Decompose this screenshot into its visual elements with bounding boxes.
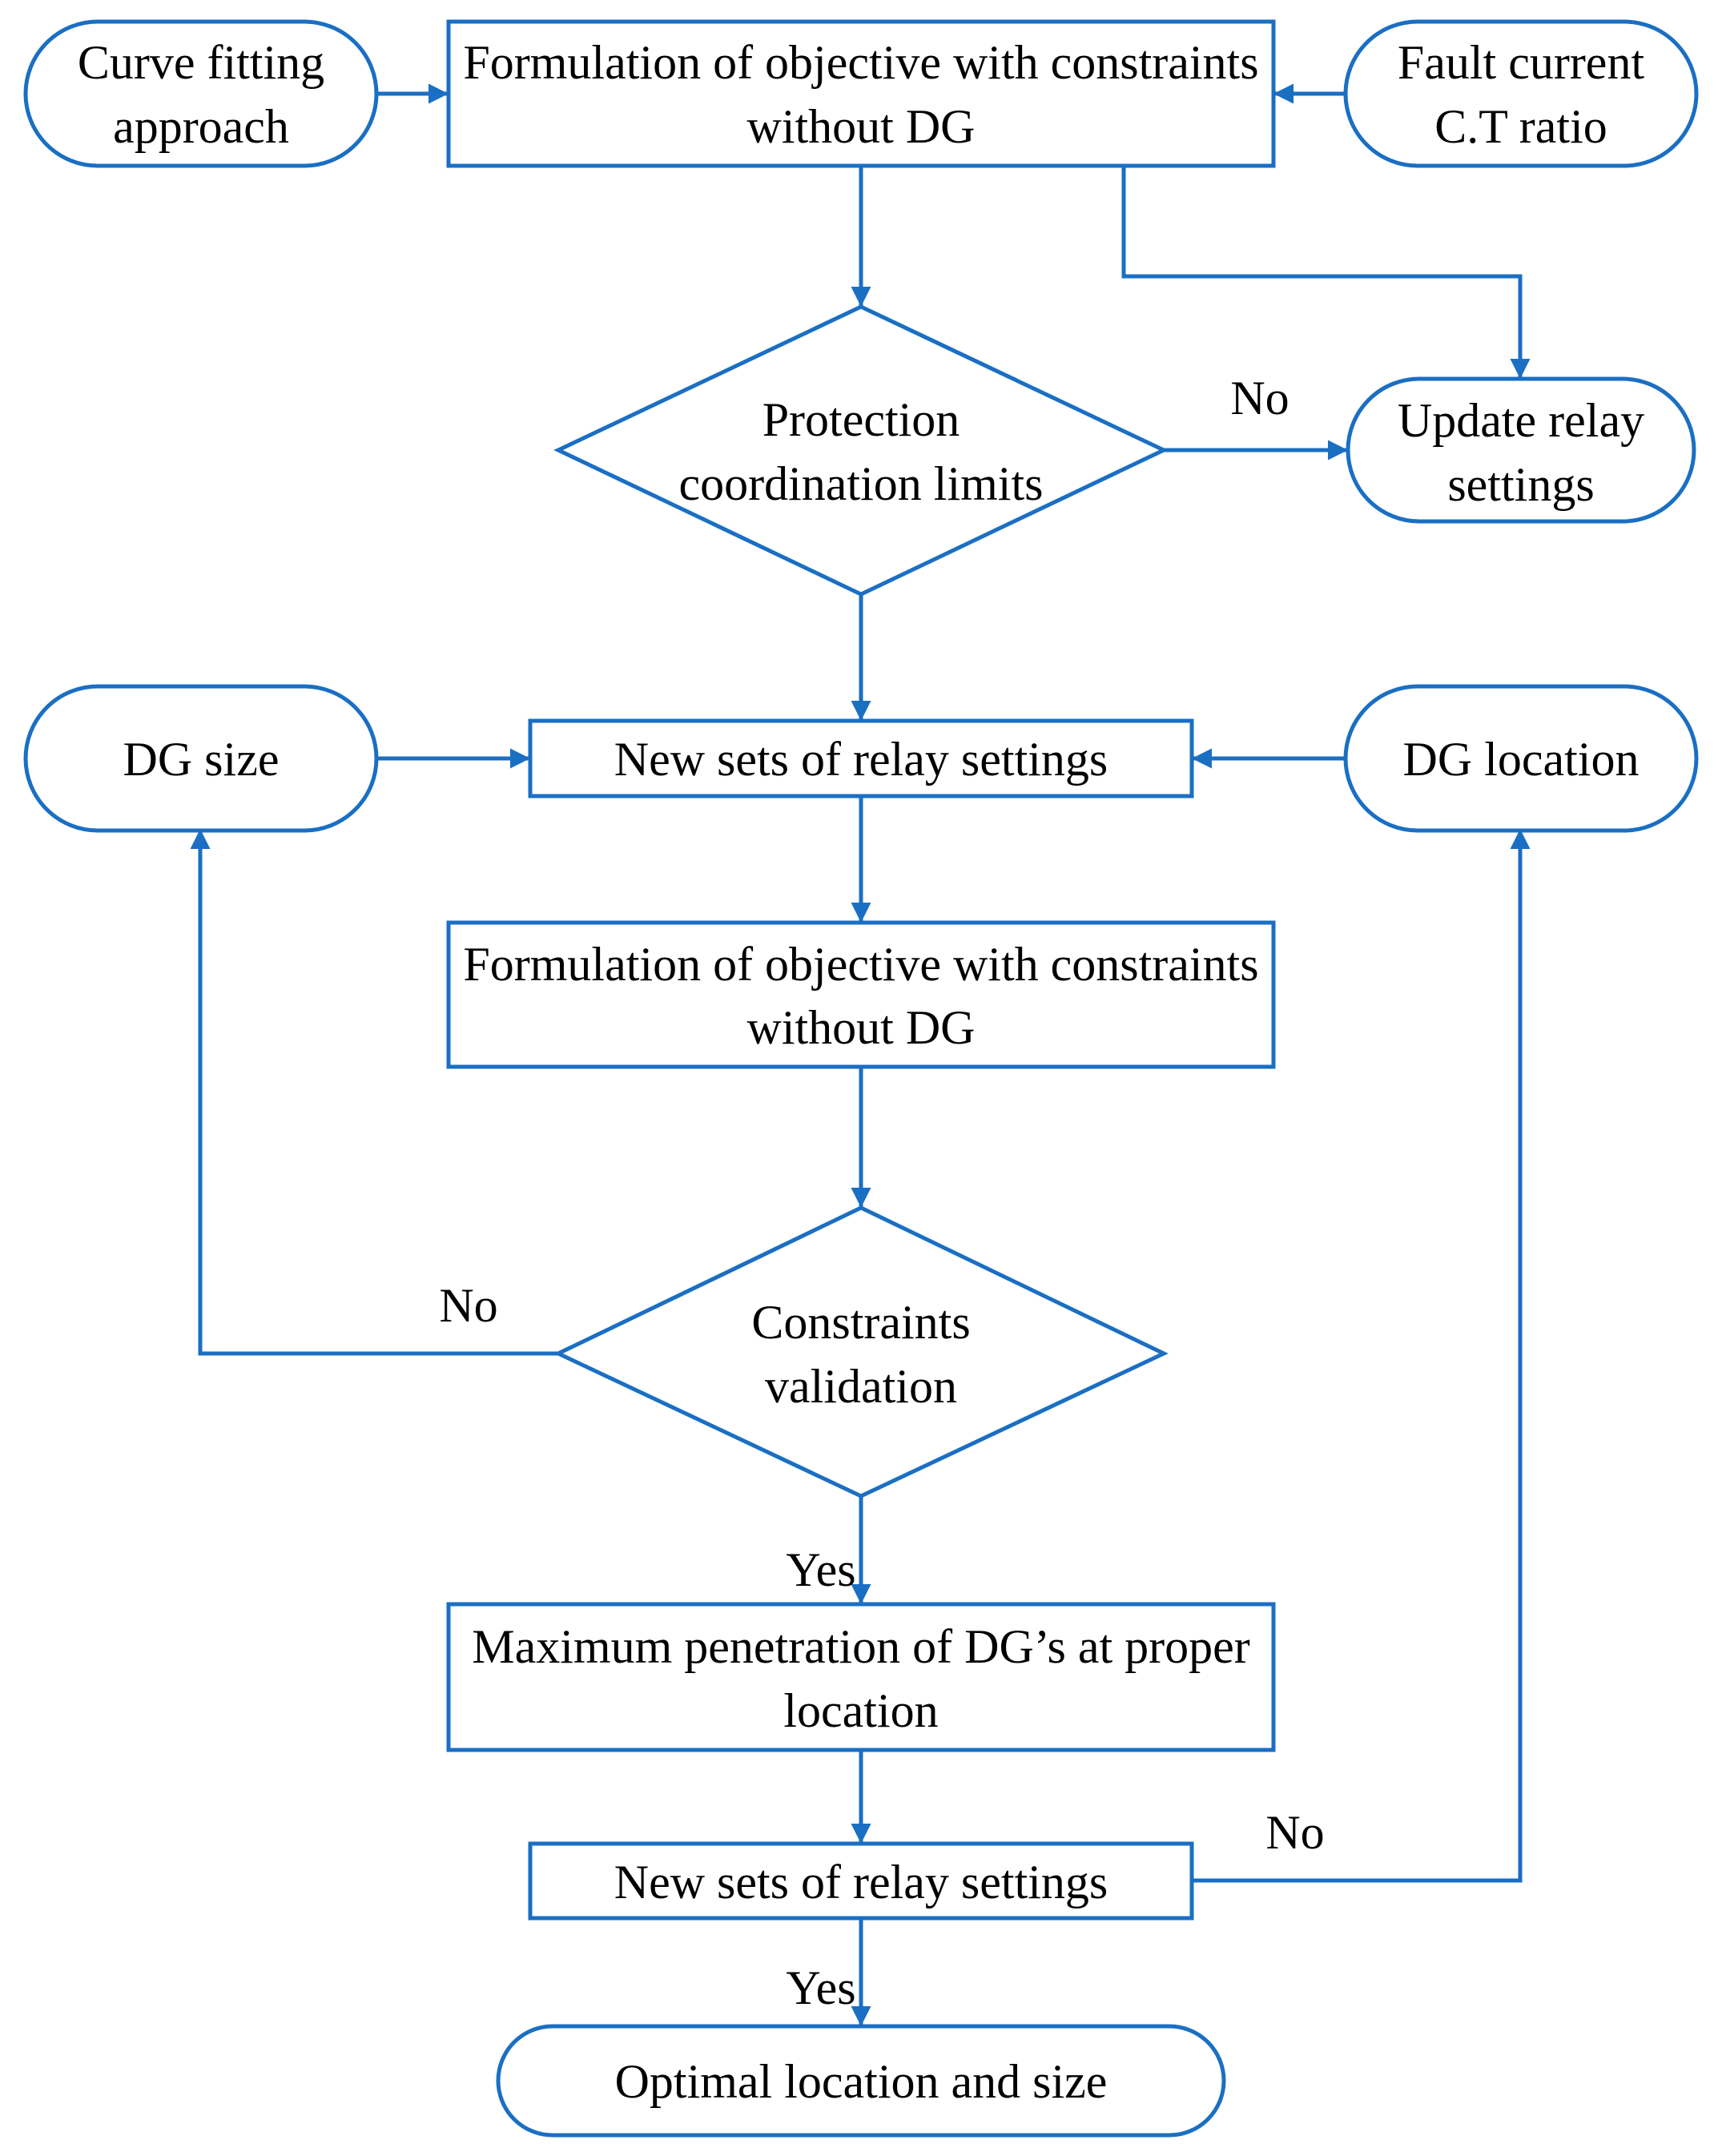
- terminal-dg-size: DG size: [23, 684, 379, 833]
- terminal-curve-fitting: Curve fitting approach: [23, 19, 379, 168]
- terminal-optimal-label: Optimal location and size: [615, 2055, 1108, 2108]
- terminal-dg-size-label: DG size: [123, 733, 280, 786]
- decision-constraints-validation-line-1: Constraints: [751, 1296, 970, 1349]
- terminal-dg-location-label: DG location: [1403, 733, 1640, 786]
- step-formulation-2-line-2: without DG: [747, 1001, 976, 1054]
- step-formulation-2-line-1: Formulation of objective with constraint…: [463, 938, 1258, 991]
- step-formulation-1-line-1: Formulation of objective with constraint…: [463, 36, 1258, 89]
- terminal-curve-fitting-line-1: Curve fitting: [78, 36, 324, 89]
- arrow-new-settings-2-no-to-dg-location: [1192, 829, 1531, 1883]
- decision-protection-limits-line-2: coordination limits: [679, 457, 1044, 510]
- step-formulation-2: Formulation of objective with constraint…: [446, 920, 1276, 1069]
- branch-label-yes-optimal: Yes: [786, 1961, 855, 2014]
- arrow-constraints-no-to-dg-size: [190, 829, 558, 1356]
- arrow-formulation-to-update-relay: [1121, 166, 1531, 379]
- decision-protection-limits-line-1: Protection: [762, 393, 960, 446]
- branch-label-no-dg-size: No: [439, 1279, 497, 1332]
- terminal-dg-location: DG location: [1343, 684, 1699, 833]
- step-new-settings-1: New sets of relay settings: [528, 718, 1194, 798]
- terminal-fault-current: Fault current C.T ratio: [1343, 19, 1699, 168]
- branch-label-no-update: No: [1230, 372, 1289, 424]
- step-formulation-1-line-2: without DG: [747, 100, 976, 153]
- step-max-penetration-line-1: Maximum penetration of DG’s at proper: [472, 1620, 1249, 1673]
- step-max-penetration: Maximum penetration of DG’s at proper lo…: [446, 1602, 1276, 1752]
- decision-constraints-validation: Constraints validation: [553, 1205, 1169, 1498]
- step-formulation-1: Formulation of objective with constraint…: [446, 19, 1276, 168]
- terminal-fault-current-line-2: C.T ratio: [1434, 100, 1607, 153]
- branch-label-yes-constraints: Yes: [786, 1543, 855, 1596]
- step-new-settings-2: New sets of relay settings: [528, 1841, 1194, 1921]
- terminal-curve-fitting-line-2: approach: [113, 100, 289, 153]
- decision-constraints-validation-line-2: validation: [765, 1360, 957, 1413]
- terminal-optimal: Optimal location and size: [496, 2024, 1226, 2138]
- step-new-settings-2-label: New sets of relay settings: [614, 1856, 1108, 1909]
- branch-label-no-dg-location: No: [1265, 1806, 1324, 1859]
- step-update-relay-line-1: Update relay: [1398, 394, 1644, 447]
- connectors: [190, 83, 1531, 2026]
- decision-protection-limits: Protection coordination limits: [553, 304, 1169, 597]
- terminal-fault-current-line-1: Fault current: [1398, 36, 1645, 89]
- step-update-relay-line-2: settings: [1447, 458, 1594, 511]
- step-max-penetration-line-2: location: [783, 1684, 938, 1737]
- step-update-relay: Update relay settings: [1346, 376, 1696, 524]
- step-new-settings-1-label: New sets of relay settings: [614, 733, 1108, 786]
